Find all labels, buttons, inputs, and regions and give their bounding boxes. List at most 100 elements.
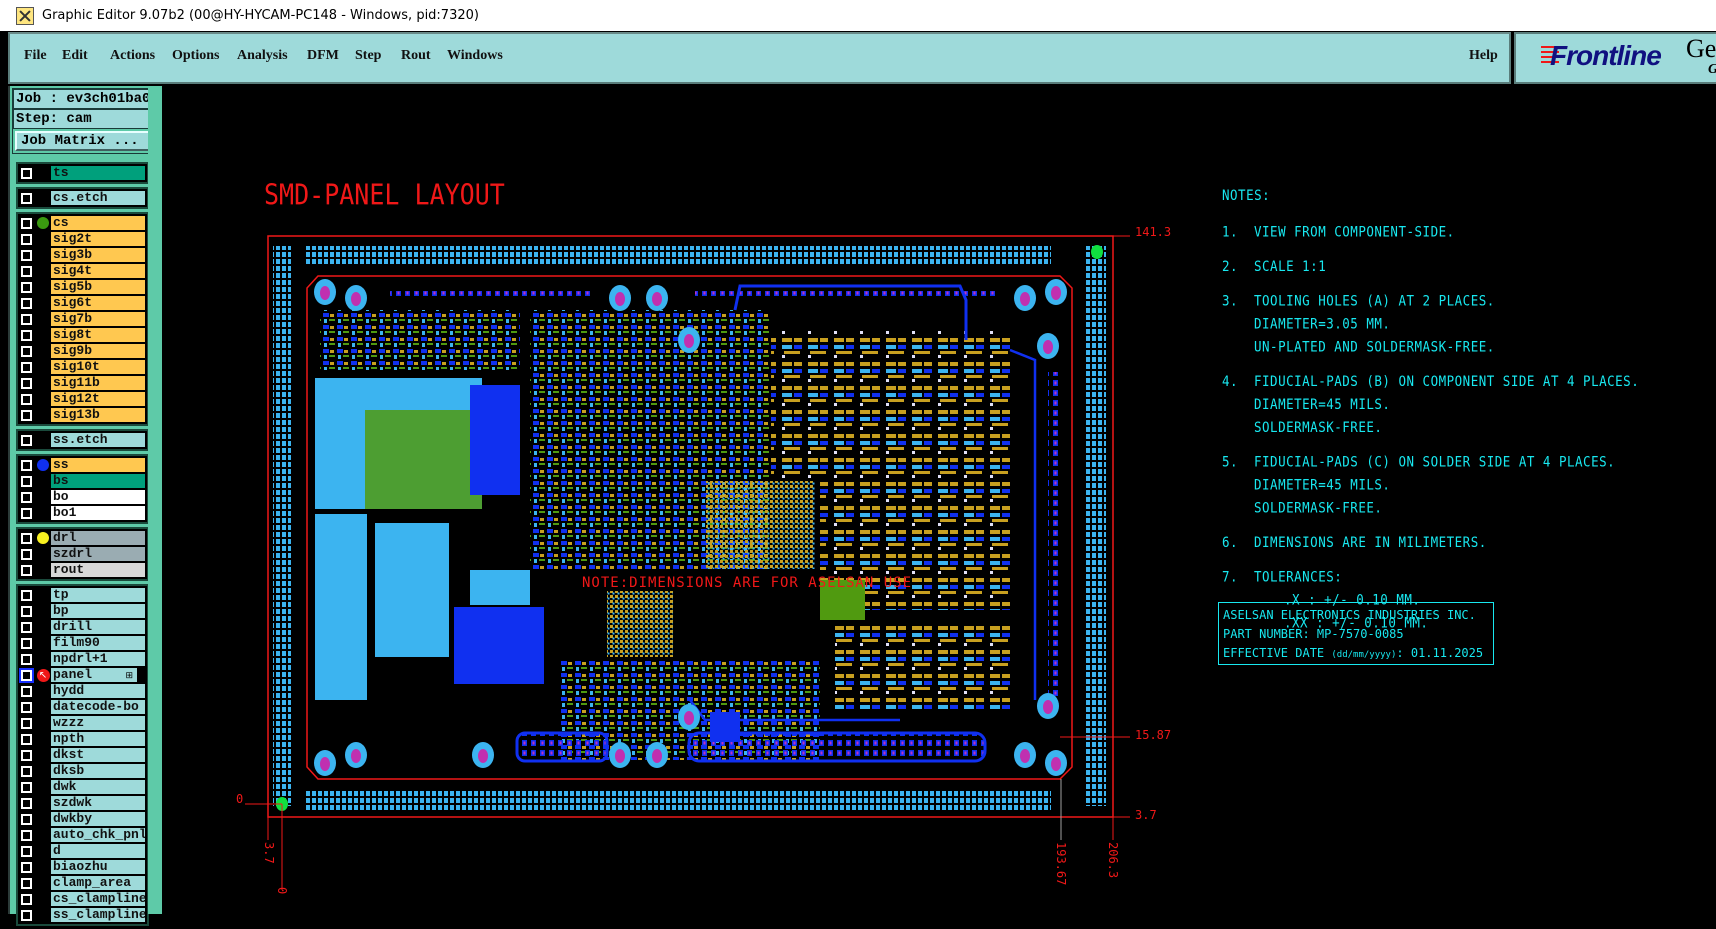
- layer-checkbox[interactable]: [20, 908, 33, 922]
- layer-name[interactable]: rout: [51, 563, 145, 577]
- layer-row-sig4t[interactable]: sig4t: [18, 263, 147, 279]
- layer-checkbox[interactable]: [20, 684, 33, 698]
- layer-checkbox[interactable]: [20, 216, 33, 230]
- layer-checkbox[interactable]: [20, 620, 33, 634]
- layer-checkbox[interactable]: [20, 264, 33, 278]
- layer-checkbox[interactable]: [20, 328, 33, 342]
- layer-name[interactable]: ss_clampline: [51, 908, 145, 922]
- layer-checkbox[interactable]: [20, 392, 33, 406]
- layer-name[interactable]: sig2t: [51, 232, 145, 246]
- layer-checkbox[interactable]: [20, 344, 33, 358]
- layer-checkbox[interactable]: [20, 828, 33, 842]
- layer-row-clamp_area[interactable]: clamp_area: [18, 875, 147, 891]
- layer-row-d[interactable]: d: [18, 843, 147, 859]
- layer-name[interactable]: datecode-bo: [51, 700, 145, 714]
- layer-checkbox[interactable]: [20, 604, 33, 618]
- layer-checkbox[interactable]: [20, 844, 33, 858]
- layer-checkbox[interactable]: [20, 563, 33, 577]
- layer-name[interactable]: bo1: [51, 506, 145, 520]
- layer-name[interactable]: clamp_area: [51, 876, 145, 890]
- layer-row-npth[interactable]: npth: [18, 731, 147, 747]
- layer-checkbox[interactable]: [20, 652, 33, 666]
- layer-name[interactable]: sig4t: [51, 264, 145, 278]
- layer-checkbox[interactable]: [20, 506, 33, 520]
- menu-options[interactable]: Options: [172, 48, 220, 63]
- layer-checkbox[interactable]: [20, 892, 33, 906]
- layer-row-drl[interactable]: drl: [18, 530, 147, 546]
- graphic-canvas[interactable]: SMD-PANEL LAYOUT NOTE:DIMENSIONS ARE FOR…: [162, 87, 1716, 914]
- layer-checkbox[interactable]: [20, 636, 33, 650]
- layer-checkbox[interactable]: [20, 860, 33, 874]
- layer-row-sig11b[interactable]: sig11b: [18, 375, 147, 391]
- layer-row-cs.etch[interactable]: cs.etch: [18, 190, 147, 206]
- menu-help[interactable]: Help: [1469, 48, 1498, 63]
- layer-row-sig7b[interactable]: sig7b: [18, 311, 147, 327]
- layer-name[interactable]: sig13b: [51, 408, 145, 422]
- layer-row-bo1[interactable]: bo1: [18, 505, 147, 521]
- layer-row-sig10t[interactable]: sig10t: [18, 359, 147, 375]
- layer-checkbox[interactable]: [20, 531, 33, 545]
- layer-name[interactable]: sig12t: [51, 392, 145, 406]
- layer-row-ss.etch[interactable]: ss.etch: [18, 432, 147, 448]
- layer-row-datecode-bo[interactable]: datecode-bo: [18, 699, 147, 715]
- layer-checkbox[interactable]: [20, 876, 33, 890]
- layer-name[interactable]: sig11b: [51, 376, 145, 390]
- layer-row-auto_chk_pnl[interactable]: auto_chk_pnl: [18, 827, 147, 843]
- menu-step[interactable]: Step: [355, 48, 382, 63]
- layer-row-npdrl+1[interactable]: npdrl+1: [18, 651, 147, 667]
- layer-name[interactable]: panel: [51, 668, 138, 682]
- layer-name[interactable]: ts: [51, 166, 145, 180]
- layer-name[interactable]: cs.etch: [51, 191, 145, 205]
- layer-checkbox[interactable]: [20, 376, 33, 390]
- layer-name[interactable]: dkst: [51, 748, 145, 762]
- layer-name[interactable]: wzzz: [51, 716, 145, 730]
- layer-checkbox[interactable]: [20, 474, 33, 488]
- layer-row-szdwk[interactable]: szdwk: [18, 795, 147, 811]
- layer-name[interactable]: szdrl: [51, 547, 145, 561]
- layer-name[interactable]: sig6t: [51, 296, 145, 310]
- layer-name[interactable]: szdwk: [51, 796, 145, 810]
- layer-row-panel[interactable]: ↖panel⊞: [18, 667, 147, 683]
- layer-checkbox[interactable]: [19, 667, 34, 683]
- layer-checkbox[interactable]: [20, 700, 33, 714]
- layer-row-bp[interactable]: bp: [18, 603, 147, 619]
- layer-name[interactable]: bs: [51, 474, 145, 488]
- layer-name[interactable]: sig5b: [51, 280, 145, 294]
- layer-row-wzzz[interactable]: wzzz: [18, 715, 147, 731]
- layer-name[interactable]: sig7b: [51, 312, 145, 326]
- menu-windows[interactable]: Windows: [447, 48, 503, 63]
- layer-row-ss_clampline[interactable]: ss_clampline: [18, 907, 147, 923]
- layer-row-sig9b[interactable]: sig9b: [18, 343, 147, 359]
- layer-row-bo[interactable]: bo: [18, 489, 147, 505]
- layer-checkbox[interactable]: [20, 588, 33, 602]
- layer-row-sig8t[interactable]: sig8t: [18, 327, 147, 343]
- menu-edit[interactable]: Edit: [62, 48, 88, 63]
- layer-name[interactable]: drill: [51, 620, 145, 634]
- layer-row-sig5b[interactable]: sig5b: [18, 279, 147, 295]
- layer-row-ts[interactable]: ts: [18, 165, 147, 181]
- layer-checkbox[interactable]: [20, 490, 33, 504]
- layer-name[interactable]: sig10t: [51, 360, 145, 374]
- job-matrix-button[interactable]: Job Matrix ...: [15, 131, 159, 151]
- layer-checkbox[interactable]: [20, 458, 33, 472]
- layer-name[interactable]: cs: [51, 216, 145, 230]
- layer-row-sig13b[interactable]: sig13b: [18, 407, 147, 423]
- layer-checkbox[interactable]: [20, 812, 33, 826]
- panel-resize-strip[interactable]: [148, 86, 162, 914]
- layer-name[interactable]: dwkby: [51, 812, 145, 826]
- layer-name[interactable]: drl: [51, 531, 145, 545]
- layer-row-dwkby[interactable]: dwkby: [18, 811, 147, 827]
- layer-row-sig6t[interactable]: sig6t: [18, 295, 147, 311]
- layer-row-biaozhu[interactable]: biaozhu: [18, 859, 147, 875]
- layer-name[interactable]: tp: [51, 588, 145, 602]
- layer-name[interactable]: npth: [51, 732, 145, 746]
- layer-row-hydd[interactable]: hydd: [18, 683, 147, 699]
- layer-name[interactable]: biaozhu: [51, 860, 145, 874]
- menu-file[interactable]: File: [24, 48, 47, 63]
- menu-actions[interactable]: Actions: [110, 48, 156, 63]
- layer-row-rout[interactable]: rout: [18, 562, 147, 578]
- layer-checkbox[interactable]: [20, 433, 33, 447]
- layer-checkbox[interactable]: [20, 547, 33, 561]
- layer-row-drill[interactable]: drill: [18, 619, 147, 635]
- layer-checkbox[interactable]: [20, 732, 33, 746]
